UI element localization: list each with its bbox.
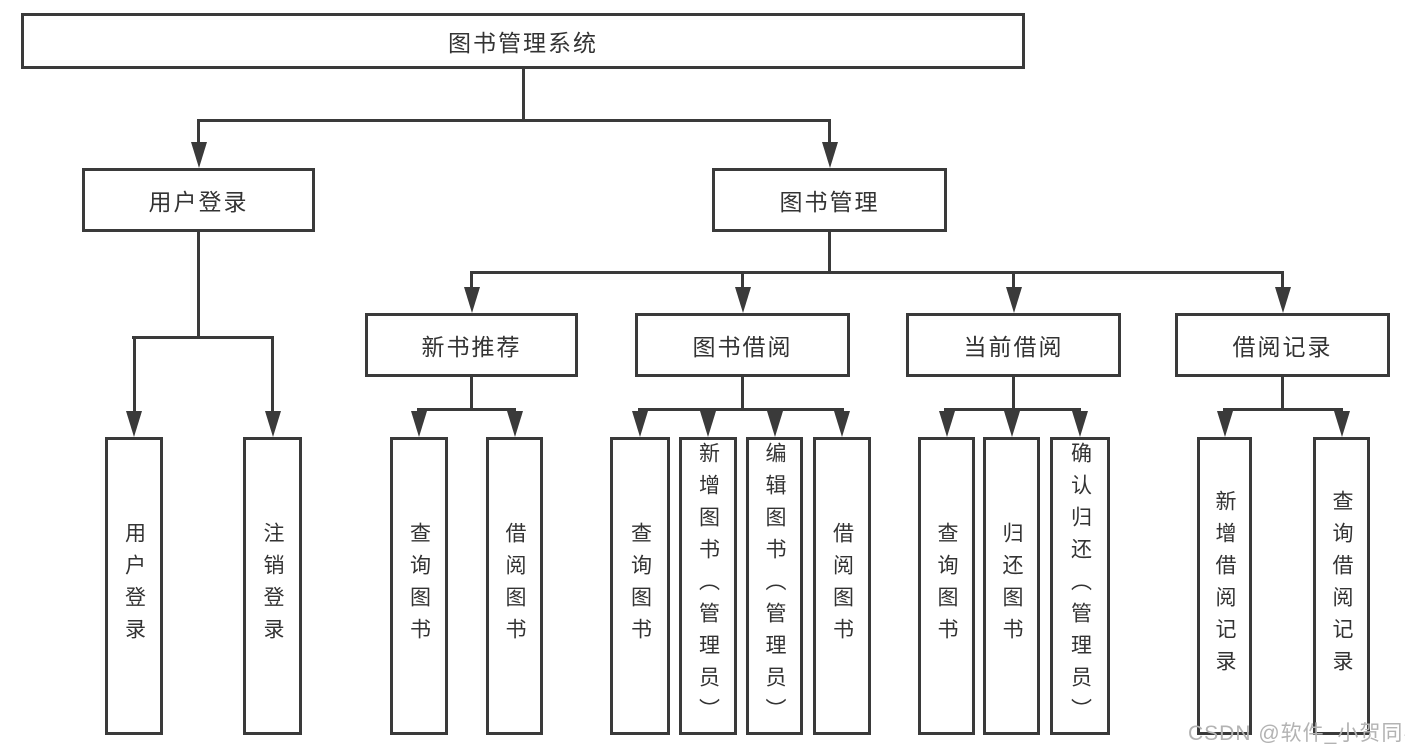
leaf-return-books: 归还图书 [983,437,1040,735]
arrow-down-icon [834,411,850,437]
leaf-label: 借阅图书 [830,522,854,650]
connector-l3-stem [470,274,473,291]
arrow-down-icon [1072,411,1088,437]
leaf-label: 确认归还（管理员） [1068,442,1092,730]
leaf-label: 新增借阅记录 [1213,490,1236,682]
connector-l3-stem [1012,274,1015,291]
node-root-label: 图书管理系统 [448,30,598,56]
arrow-down-icon [766,411,783,437]
leaf-edit-books-admin: 编辑图书（管理员） [746,437,803,735]
connector-root-stem [521,69,525,122]
node-label: 新书推荐 [421,334,522,360]
connector-l3-stem [741,274,744,291]
leaf-add-books-admin: 新增图书（管理员） [679,437,737,735]
leaf-label: 归还图书 [1000,522,1023,650]
leaf-logout: 注销登录 [243,437,302,735]
leaf-label: 新增图书（管理员） [696,442,720,730]
node-label: 借阅记录 [1232,334,1333,360]
connector-borrow-stem [741,377,744,411]
leaf-query-books-borrow: 查询图书 [610,437,670,735]
connector-borrow-splitter [638,408,844,411]
node-label: 图书借阅 [692,334,793,360]
arrow-down-icon [734,287,751,313]
leaf-borrow-books: 借阅图书 [813,437,871,735]
connector-recommend-splitter [417,408,516,411]
arrow-down-icon [1005,287,1022,313]
arrow-down-icon [1216,411,1233,437]
leaf-label: 用户登录 [122,522,146,650]
node-label: 图书管理 [779,189,880,215]
node-label: 当前借阅 [963,334,1064,360]
arrow-down-icon [190,142,207,168]
connector-leaf-stem [132,339,136,413]
connector-records-splitter [1223,408,1343,411]
connector-leaf-stem [271,339,274,413]
leaf-confirm-return-admin: 确认归还（管理员） [1050,437,1110,735]
connector-user-arrow-stem [197,122,200,146]
connector-current-stem [1012,377,1015,411]
node-current-borrow: 当前借阅 [906,313,1121,377]
leaf-query-books-recommend: 查询图书 [390,437,448,735]
arrow-down-icon [938,411,955,437]
arrow-down-icon [1003,411,1020,437]
arrow-down-icon [632,411,648,437]
connector-current-splitter [944,408,1081,411]
arrow-down-icon [264,411,281,437]
connector-user-splitter [132,336,274,339]
arrow-down-icon [1274,287,1291,313]
connector-root-splitter [197,119,831,122]
node-new-book-recommend: 新书推荐 [365,313,578,377]
leaf-label: 查询图书 [628,522,652,650]
node-label: 用户登录 [148,189,249,215]
leaf-label: 注销登录 [261,522,284,650]
leaf-label: 查询借阅记录 [1330,490,1353,682]
arrow-down-icon [1333,411,1350,437]
arrow-down-icon [126,411,142,437]
leaf-label: 查询图书 [935,522,958,650]
connector-recommend-stem [470,377,473,411]
leaf-label: 编辑图书（管理员） [763,442,786,730]
connector-book-stem [828,232,831,274]
leaf-add-borrow-record: 新增借阅记录 [1197,437,1252,735]
csdn-watermark: CSDN @软件_小贺同学 [1188,722,1405,745]
node-root: 图书管理系统 [21,13,1025,69]
arrow-down-icon [463,287,480,313]
leaf-label: 查询图书 [407,522,431,650]
leaf-query-borrow-record: 查询借阅记录 [1313,437,1370,735]
node-borrow-records: 借阅记录 [1175,313,1390,377]
node-book-borrow: 图书借阅 [635,313,850,377]
node-book-management: 图书管理 [712,168,947,232]
connector-user-stem [197,232,200,339]
connector-book-arrow-stem [828,122,831,146]
leaf-label: 借阅图书 [503,522,526,650]
leaf-query-books-current: 查询图书 [918,437,975,735]
connector-book-splitter [470,271,1284,274]
arrow-down-icon [411,411,427,437]
connector-l3-stem [1281,274,1284,291]
arrow-down-icon [506,411,523,437]
leaf-borrow-books-recommend: 借阅图书 [486,437,543,735]
connector-records-stem [1281,377,1284,411]
arrow-down-icon [700,411,716,437]
arrow-down-icon [821,142,838,168]
node-user-login-branch: 用户登录 [82,168,315,232]
leaf-user-login: 用户登录 [105,437,163,735]
